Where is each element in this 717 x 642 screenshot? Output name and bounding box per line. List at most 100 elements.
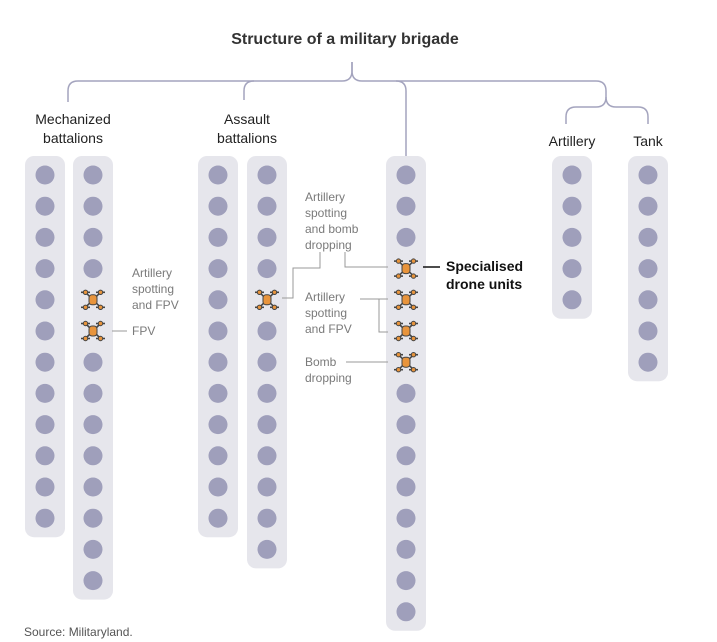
support-bracket-right (605, 96, 649, 124)
unit-dot (638, 352, 658, 372)
leader-spotting-bomb (282, 252, 321, 299)
column-assault-2 (247, 156, 287, 569)
mech-annotation-spotting-fpv: Artillery spotting and FPV (132, 266, 179, 312)
unit-dot (396, 508, 416, 528)
unit-dot (35, 383, 55, 403)
tank-label: Tank (633, 133, 664, 149)
unit-columns (25, 156, 668, 631)
unit-dot (562, 290, 582, 310)
column-assault-1 (198, 156, 238, 538)
annotation-leaders (112, 252, 440, 363)
unit-dot (208, 227, 228, 247)
unit-dot (83, 446, 103, 466)
unit-dot (208, 259, 228, 279)
mech-annotation-fpv: FPV (132, 324, 155, 338)
unit-dot (396, 539, 416, 559)
unit-dot (83, 227, 103, 247)
mechanized-label-line2: battalions (43, 130, 103, 146)
unit-dot (35, 165, 55, 185)
drone-icon (81, 289, 105, 310)
unit-dot (562, 227, 582, 247)
unit-dot (208, 415, 228, 435)
svg-text:and FPV: and FPV (305, 322, 352, 336)
specialised-drone-units-label: Specialised drone units (446, 258, 523, 292)
unit-dot (257, 415, 277, 435)
unit-dot (208, 196, 228, 216)
unit-dot (83, 196, 103, 216)
unit-dot (35, 446, 55, 466)
unit-dot (35, 196, 55, 216)
drone-icon (394, 258, 418, 279)
svg-text:Bomb: Bomb (305, 355, 337, 369)
unit-dot (83, 477, 103, 497)
column-tank-1 (628, 156, 668, 382)
svg-text:Artillery: Artillery (305, 290, 345, 304)
annotation-spotting-fpv: Artillery spotting and FPV (305, 290, 352, 336)
unit-dot (562, 259, 582, 279)
unit-dot (396, 165, 416, 185)
unit-dot (257, 477, 277, 497)
artillery-label: Artillery (549, 133, 596, 149)
leader-spotting-fpv-bracket (378, 299, 388, 333)
drone-icon (394, 289, 418, 310)
assault-label-line2: battalions (217, 130, 277, 146)
unit-dot (35, 290, 55, 310)
unit-dot (35, 508, 55, 528)
source-note: Source: Militaryland. (24, 625, 133, 639)
column-bg (73, 156, 113, 600)
brigade-root-bracket (67, 62, 353, 102)
unit-dot (208, 321, 228, 341)
svg-text:and FPV: and FPV (132, 298, 179, 312)
assault-annotation-spotting-bomb: Artillery spotting and bomb dropping (305, 190, 359, 252)
unit-dot (257, 383, 277, 403)
unit-dot (396, 477, 416, 497)
unit-dot (638, 321, 658, 341)
unit-dot (208, 352, 228, 372)
unit-dot (83, 165, 103, 185)
unit-dot (83, 415, 103, 435)
unit-dot (638, 290, 658, 310)
unit-dot (257, 508, 277, 528)
unit-dot (83, 259, 103, 279)
unit-dot (396, 383, 416, 403)
unit-dot (638, 259, 658, 279)
unit-dot (396, 196, 416, 216)
unit-dot (257, 227, 277, 247)
unit-dot (208, 165, 228, 185)
leader-spotting-bomb-right (344, 252, 388, 268)
annotation-bomb-dropping: Bomb dropping (305, 355, 352, 385)
unit-dot (35, 352, 55, 372)
diagram-title: Structure of a military brigade (231, 31, 459, 48)
unit-dot (396, 571, 416, 591)
mechanized-label-line1: Mechanized (35, 111, 111, 127)
column-mech-2 (73, 156, 113, 600)
unit-dot (83, 571, 103, 591)
unit-dot (35, 259, 55, 279)
svg-text:spotting: spotting (305, 206, 347, 220)
svg-text:drone units: drone units (446, 276, 522, 292)
unit-dot (35, 227, 55, 247)
unit-dot (257, 321, 277, 341)
assault-branch (243, 80, 255, 100)
support-bracket (565, 96, 607, 124)
unit-dot (208, 477, 228, 497)
svg-text:and bomb: and bomb (305, 222, 359, 236)
unit-dot (257, 259, 277, 279)
unit-dot (208, 508, 228, 528)
unit-dot (208, 383, 228, 403)
unit-dot (257, 446, 277, 466)
unit-dot (257, 539, 277, 559)
svg-text:Artillery: Artillery (305, 190, 345, 204)
column-special (386, 156, 426, 631)
unit-dot (208, 290, 228, 310)
special-branch (395, 80, 407, 156)
unit-dot (396, 227, 416, 247)
column-bg (25, 156, 65, 538)
drone-icon (255, 289, 279, 310)
unit-dot (83, 539, 103, 559)
unit-dot (35, 321, 55, 341)
assault-label-line1: Assault (224, 111, 270, 127)
unit-dot (396, 602, 416, 622)
svg-text:spotting: spotting (132, 282, 174, 296)
